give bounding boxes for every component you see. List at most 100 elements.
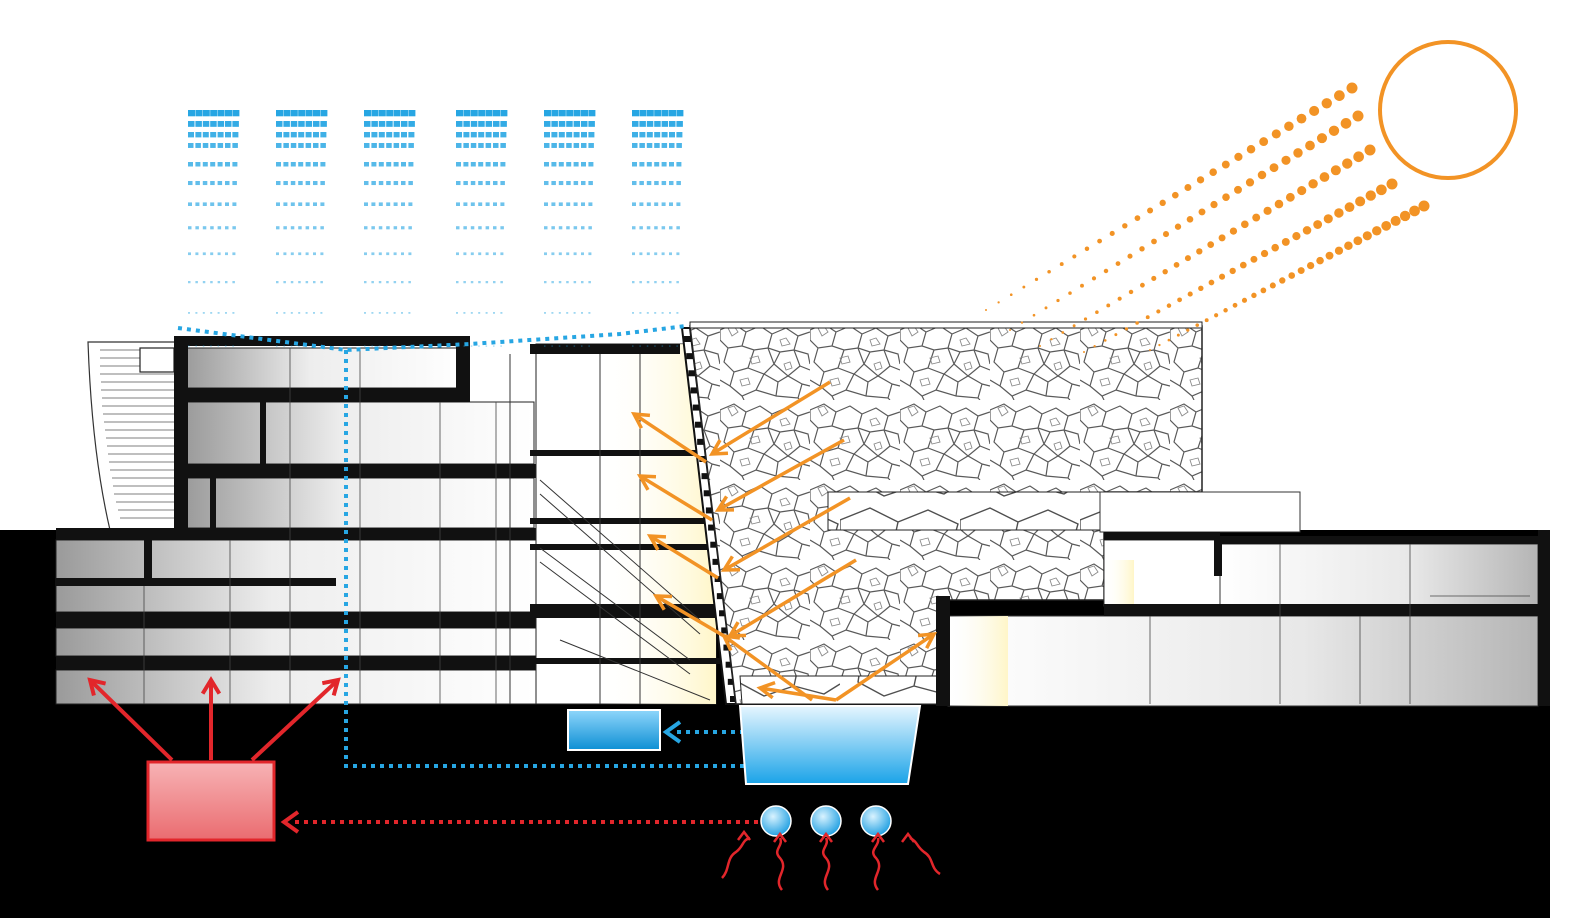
daylight-out-arrow-head xyxy=(636,474,657,491)
sun-ray-dot xyxy=(1399,210,1411,222)
sun-ray-dot xyxy=(1245,178,1255,187)
raindrop xyxy=(210,132,217,138)
raindrop xyxy=(456,226,460,230)
raindrop xyxy=(463,312,466,314)
raindrop xyxy=(393,181,399,186)
raindrop xyxy=(493,281,496,284)
sun-ray-dot xyxy=(1209,168,1217,176)
raindrop xyxy=(566,162,572,167)
raindrop xyxy=(364,312,366,314)
raindrop xyxy=(305,281,309,284)
facade-mullion xyxy=(716,593,725,600)
raindrop xyxy=(566,345,568,347)
sun-ray-dot xyxy=(1147,207,1154,214)
raindrop xyxy=(639,345,641,347)
raindrop xyxy=(393,121,401,127)
sun-ray-dot xyxy=(1039,345,1041,347)
raindrop xyxy=(478,226,482,230)
raindrop xyxy=(669,162,674,167)
raindrop xyxy=(225,345,227,347)
sunlight-rays xyxy=(985,82,1430,353)
raindrop xyxy=(195,181,200,186)
raindrop xyxy=(225,143,231,148)
raindrop xyxy=(463,226,467,230)
raindrop xyxy=(217,281,221,284)
sun-ray-dot xyxy=(1218,234,1226,242)
raindrop xyxy=(470,181,476,186)
sun-ray-dot xyxy=(1151,238,1157,245)
raindrop xyxy=(478,143,484,148)
raindrop xyxy=(225,226,229,230)
facade-mullion xyxy=(688,370,697,377)
raindrop xyxy=(588,132,595,138)
atrium xyxy=(509,343,726,705)
daylight-out-arrow xyxy=(722,634,814,702)
raindrop xyxy=(320,312,323,314)
raindrop xyxy=(558,202,563,206)
raindrop xyxy=(217,132,224,138)
raindrop xyxy=(283,312,286,314)
raindrop xyxy=(217,345,220,347)
geothermal-probe-icon xyxy=(760,805,892,837)
raindrop xyxy=(470,202,475,206)
sun-ray-dot xyxy=(1114,333,1118,337)
raindrop xyxy=(493,312,495,314)
raindrop xyxy=(386,226,390,230)
raindrop xyxy=(558,162,564,167)
sun-ray-dot xyxy=(1151,275,1157,281)
raindrop xyxy=(283,181,288,186)
raindrop xyxy=(210,121,217,127)
raindrop xyxy=(298,226,302,230)
raindrop xyxy=(573,162,579,167)
raindrop xyxy=(646,312,649,314)
raindrop xyxy=(581,162,586,167)
heat-distribution-arrow xyxy=(250,678,340,762)
raindrop xyxy=(646,252,650,256)
sun-ray-dot xyxy=(1080,283,1084,288)
raindrop xyxy=(588,162,594,167)
raindrop xyxy=(493,143,499,148)
raindrop xyxy=(305,132,312,138)
raindrop xyxy=(195,252,199,256)
raindrop xyxy=(195,110,203,117)
raindrop xyxy=(573,181,579,186)
raindrop xyxy=(386,181,391,186)
sunlight-in-arrow xyxy=(729,558,857,638)
raindrop xyxy=(401,226,405,230)
raindrop xyxy=(276,110,283,117)
sun-ray-dot xyxy=(1186,328,1190,332)
raindrop xyxy=(493,181,498,186)
raindrop xyxy=(283,162,289,167)
raindrop xyxy=(371,143,377,148)
raindrop xyxy=(573,226,578,230)
raindrop xyxy=(632,143,638,148)
raindrop xyxy=(195,162,201,167)
sun-ray-dot xyxy=(1139,246,1145,252)
raindrop xyxy=(573,345,576,347)
raindrop xyxy=(386,121,393,127)
raindrop xyxy=(378,132,385,138)
raindrop xyxy=(478,181,483,186)
raindrop xyxy=(290,162,296,167)
daylight-out-arrow xyxy=(633,412,707,464)
raindrop xyxy=(478,132,485,138)
raindrop xyxy=(378,312,381,314)
raindrop xyxy=(276,345,278,347)
raindrop xyxy=(661,162,667,167)
raindrop xyxy=(313,281,316,284)
raindrop xyxy=(470,162,476,167)
raindrop xyxy=(232,252,236,256)
raindrop xyxy=(225,132,231,138)
raindrop xyxy=(463,121,470,127)
raindrop xyxy=(639,226,643,230)
sunlight-in-arrow xyxy=(711,380,831,456)
raindrop xyxy=(456,181,461,186)
raindrop xyxy=(463,202,468,206)
raindrop xyxy=(566,226,570,230)
raindrop xyxy=(313,312,315,314)
raindrop xyxy=(456,132,462,138)
sun-ray-dot xyxy=(1260,249,1269,258)
right-building xyxy=(936,491,1550,707)
raindrop xyxy=(202,121,210,127)
ground-heat-wave-head xyxy=(773,831,787,843)
